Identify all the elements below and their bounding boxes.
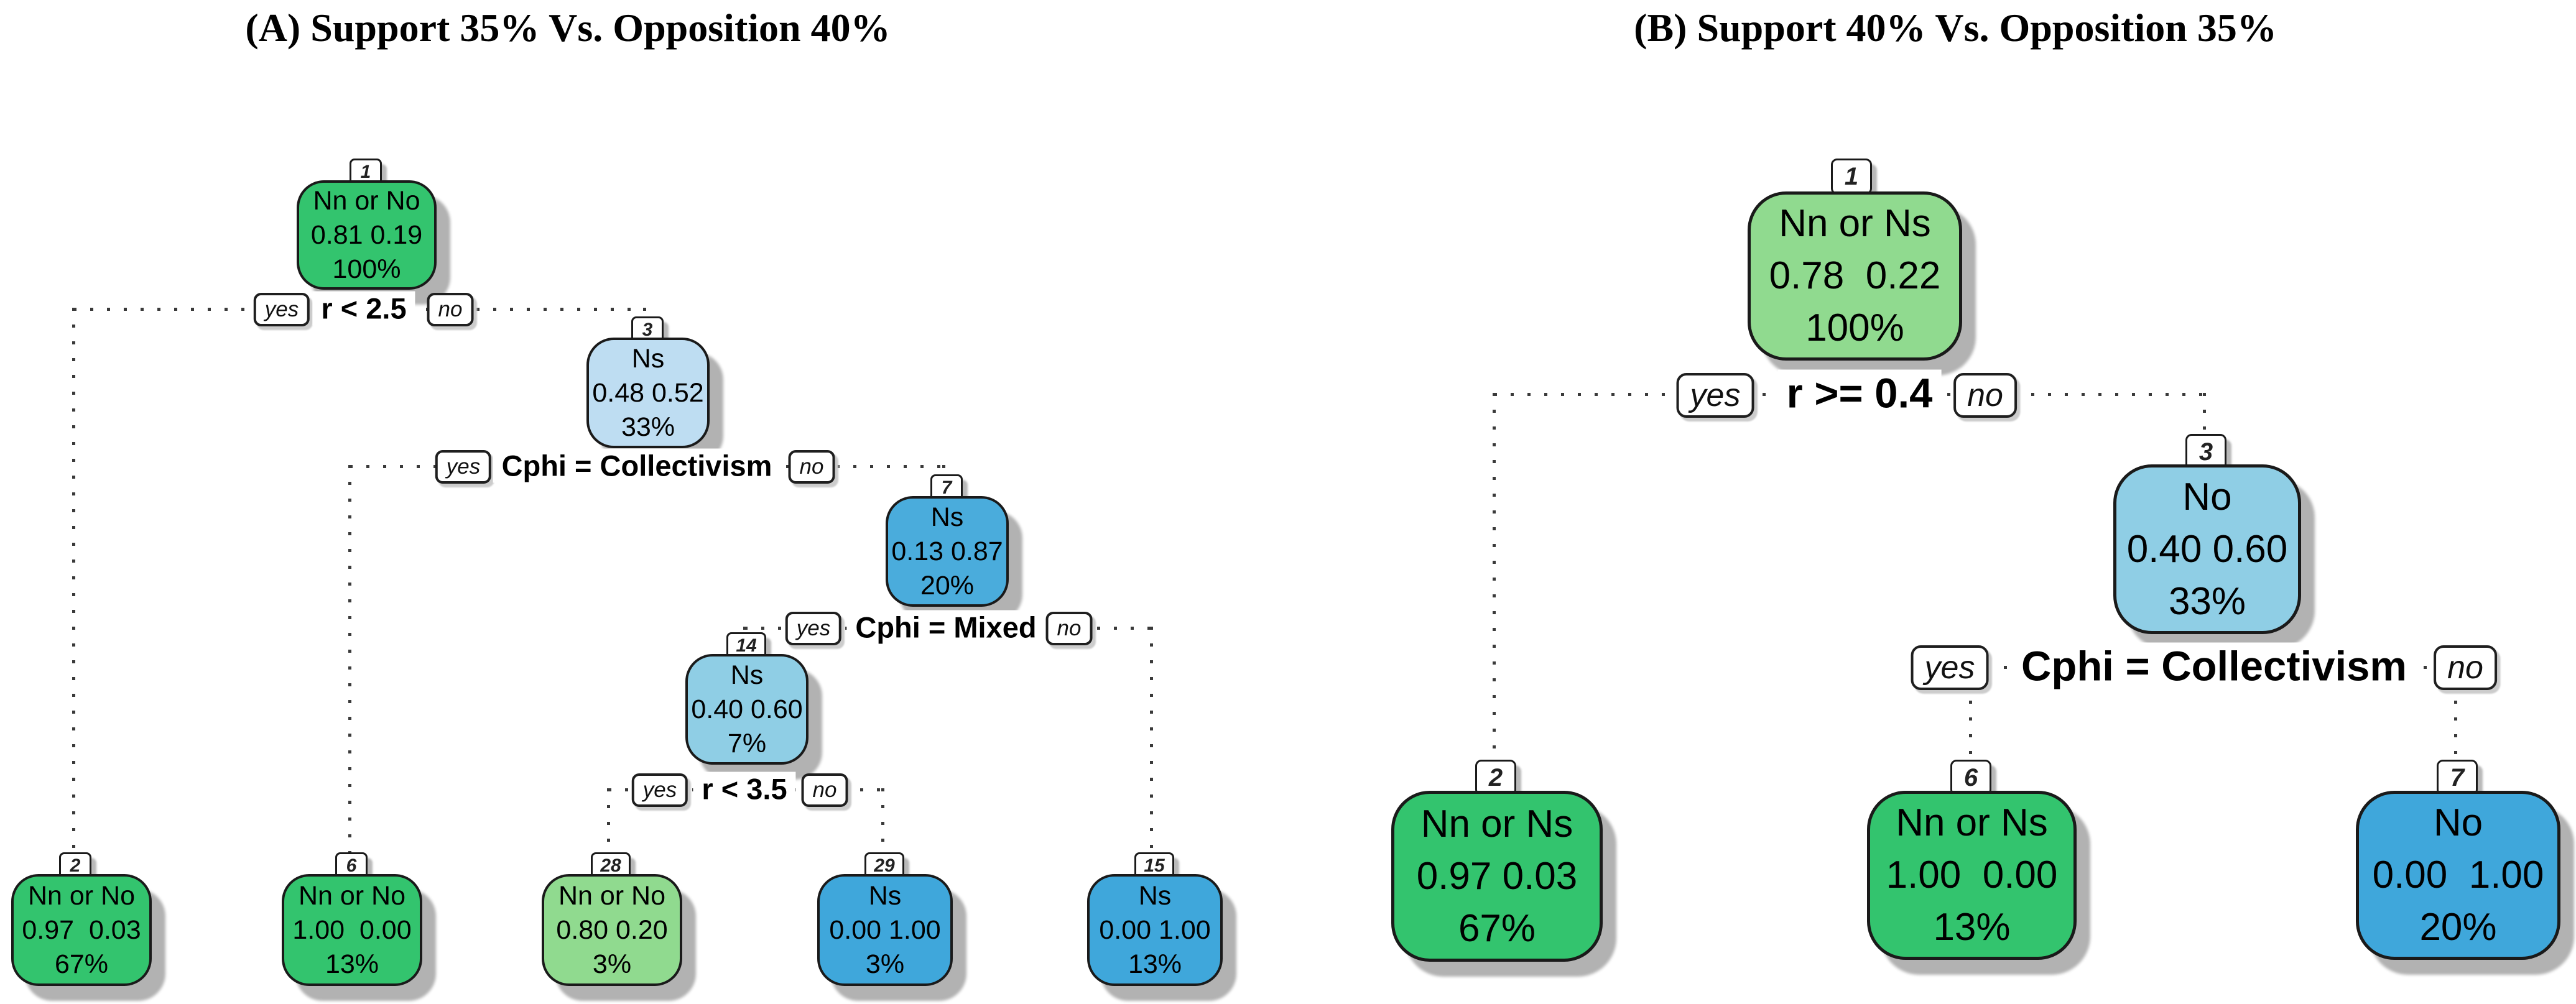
tree-node: No 0.00 1.00 20% bbox=[2356, 791, 2560, 960]
split-condition: r < 3.5 bbox=[693, 771, 796, 806]
node-percshare: 20% bbox=[920, 570, 975, 601]
split-no-label: no bbox=[788, 450, 835, 484]
tree-node: Nn or Ns 0.78 0.22 100% bbox=[1748, 191, 1962, 361]
node-probabilities: 0.13 0.87 bbox=[891, 536, 1003, 566]
split-yes-label: yes bbox=[1676, 373, 1754, 418]
node-class-label: No bbox=[2433, 801, 2483, 844]
split-yes-label: yes bbox=[785, 612, 842, 645]
tree-node: No 0.40 0.60 33% bbox=[2113, 464, 2301, 634]
node-percshare: 13% bbox=[1933, 906, 2011, 949]
node-class-label: Nn or No bbox=[298, 880, 406, 911]
node-class-label: Ns bbox=[868, 880, 902, 911]
tree-node: Ns 0.13 0.87 20% bbox=[886, 496, 1009, 607]
node-number-badge: 2 bbox=[1475, 760, 1516, 796]
node-percshare: 100% bbox=[1805, 306, 1904, 349]
node-percshare: 67% bbox=[54, 949, 109, 979]
tree-node: Ns 0.48 0.52 33% bbox=[586, 338, 710, 448]
split-condition: r >= 0.4 bbox=[1777, 369, 1942, 418]
node-percshare: 67% bbox=[1458, 906, 1536, 950]
node-probabilities: 0.97 0.03 bbox=[22, 914, 141, 945]
tree-node: Nn or Ns 0.97 0.03 67% bbox=[1391, 791, 1603, 962]
node-percshare: 3% bbox=[592, 949, 632, 979]
node-class-label: Nn or Ns bbox=[1779, 202, 1931, 245]
branch-line bbox=[1969, 684, 1972, 761]
split-condition: r < 2.5 bbox=[312, 291, 415, 326]
node-probabilities: 0.80 0.20 bbox=[556, 914, 668, 945]
node-class-label: Ns bbox=[730, 660, 764, 690]
node-probabilities: 0.40 0.60 bbox=[691, 694, 803, 724]
node-probabilities: 1.00 0.00 bbox=[1886, 854, 2058, 896]
tree-node: Nn or Ns 1.00 0.00 13% bbox=[1867, 791, 2077, 960]
branch-line bbox=[72, 308, 75, 855]
split-no-label: no bbox=[2434, 645, 2497, 690]
split-yes-label: yes bbox=[1911, 645, 1989, 690]
split-yes-label: yes bbox=[435, 450, 492, 484]
split-no-label: no bbox=[427, 293, 474, 326]
split-no-label: no bbox=[1953, 373, 2017, 418]
split-no-label: no bbox=[801, 773, 848, 807]
node-probabilities: 0.40 0.60 bbox=[2126, 527, 2288, 571]
node-percshare: 13% bbox=[325, 949, 379, 979]
node-percshare: 3% bbox=[865, 949, 905, 979]
node-probabilities: 0.97 0.03 bbox=[1416, 854, 1578, 898]
node-percshare: 20% bbox=[2419, 906, 2497, 949]
node-probabilities: 1.00 0.00 bbox=[292, 914, 412, 945]
split-no-label: no bbox=[1045, 612, 1093, 645]
node-class-label: Ns bbox=[631, 343, 665, 374]
tree-node: Ns 0.00 1.00 13% bbox=[1087, 874, 1223, 986]
branch-line bbox=[743, 627, 746, 637]
split-yes-label: yes bbox=[253, 293, 310, 326]
node-number-badge: 3 bbox=[2185, 434, 2226, 470]
node-probabilities: 0.00 1.00 bbox=[829, 914, 941, 945]
node-class-label: Nn or Ns bbox=[1896, 801, 2048, 844]
node-class-label: Nn or No bbox=[558, 880, 666, 911]
node-probabilities: 0.78 0.22 bbox=[1769, 254, 1941, 297]
node-class-label: Nn or No bbox=[27, 880, 136, 911]
tree-node: Nn or No 0.81 0.19 100% bbox=[297, 180, 437, 290]
node-percshare: 7% bbox=[727, 728, 767, 758]
tree-node: Ns 0.40 0.60 7% bbox=[685, 654, 808, 765]
node-class-label: Nn or Ns bbox=[1420, 802, 1573, 845]
split-yes-label: yes bbox=[631, 773, 688, 807]
branch-line bbox=[2203, 393, 2206, 436]
node-percshare: 13% bbox=[1128, 949, 1182, 979]
node-class-label: No bbox=[2182, 475, 2232, 518]
split-condition: Cphi = Collectivism bbox=[493, 448, 781, 483]
tree-node: Nn or No 1.00 0.00 13% bbox=[282, 874, 422, 986]
branch-line bbox=[881, 788, 884, 854]
panel-a-title: (A) Support 35% Vs. Opposition 40% bbox=[245, 6, 891, 50]
tree-node: Ns 0.00 1.00 3% bbox=[817, 874, 953, 986]
node-probabilities: 0.00 1.00 bbox=[1099, 914, 1211, 945]
node-class-label: Nn or No bbox=[313, 185, 420, 216]
node-percshare: 100% bbox=[332, 254, 401, 284]
node-class-label: Ns bbox=[1138, 880, 1172, 911]
branch-line bbox=[348, 465, 351, 854]
node-probabilities: 0.81 0.19 bbox=[310, 219, 423, 250]
split-condition: Cphi = Mixed bbox=[846, 610, 1045, 645]
node-class-label: Ns bbox=[930, 502, 964, 532]
branch-line bbox=[1150, 627, 1153, 854]
node-number-badge: 7 bbox=[2437, 760, 2478, 796]
node-percshare: 33% bbox=[621, 412, 675, 442]
node-probabilities: 0.48 0.52 bbox=[592, 377, 704, 408]
tree-node: Nn or No 0.80 0.20 3% bbox=[542, 874, 682, 986]
branch-line bbox=[1493, 393, 1496, 761]
branch-line bbox=[643, 308, 646, 320]
node-number-badge: 1 bbox=[1831, 159, 1872, 195]
split-condition: Cphi = Collectivism bbox=[2013, 642, 2416, 691]
branch-line bbox=[607, 788, 610, 854]
branch-line bbox=[2454, 684, 2457, 761]
panel-b-title: (B) Support 40% Vs. Opposition 35% bbox=[1634, 6, 2277, 50]
branch-line bbox=[942, 465, 945, 477]
node-probabilities: 0.00 1.00 bbox=[2372, 854, 2544, 896]
tree-node: Nn or No 0.97 0.03 67% bbox=[11, 874, 152, 986]
node-percshare: 33% bbox=[2168, 579, 2246, 623]
